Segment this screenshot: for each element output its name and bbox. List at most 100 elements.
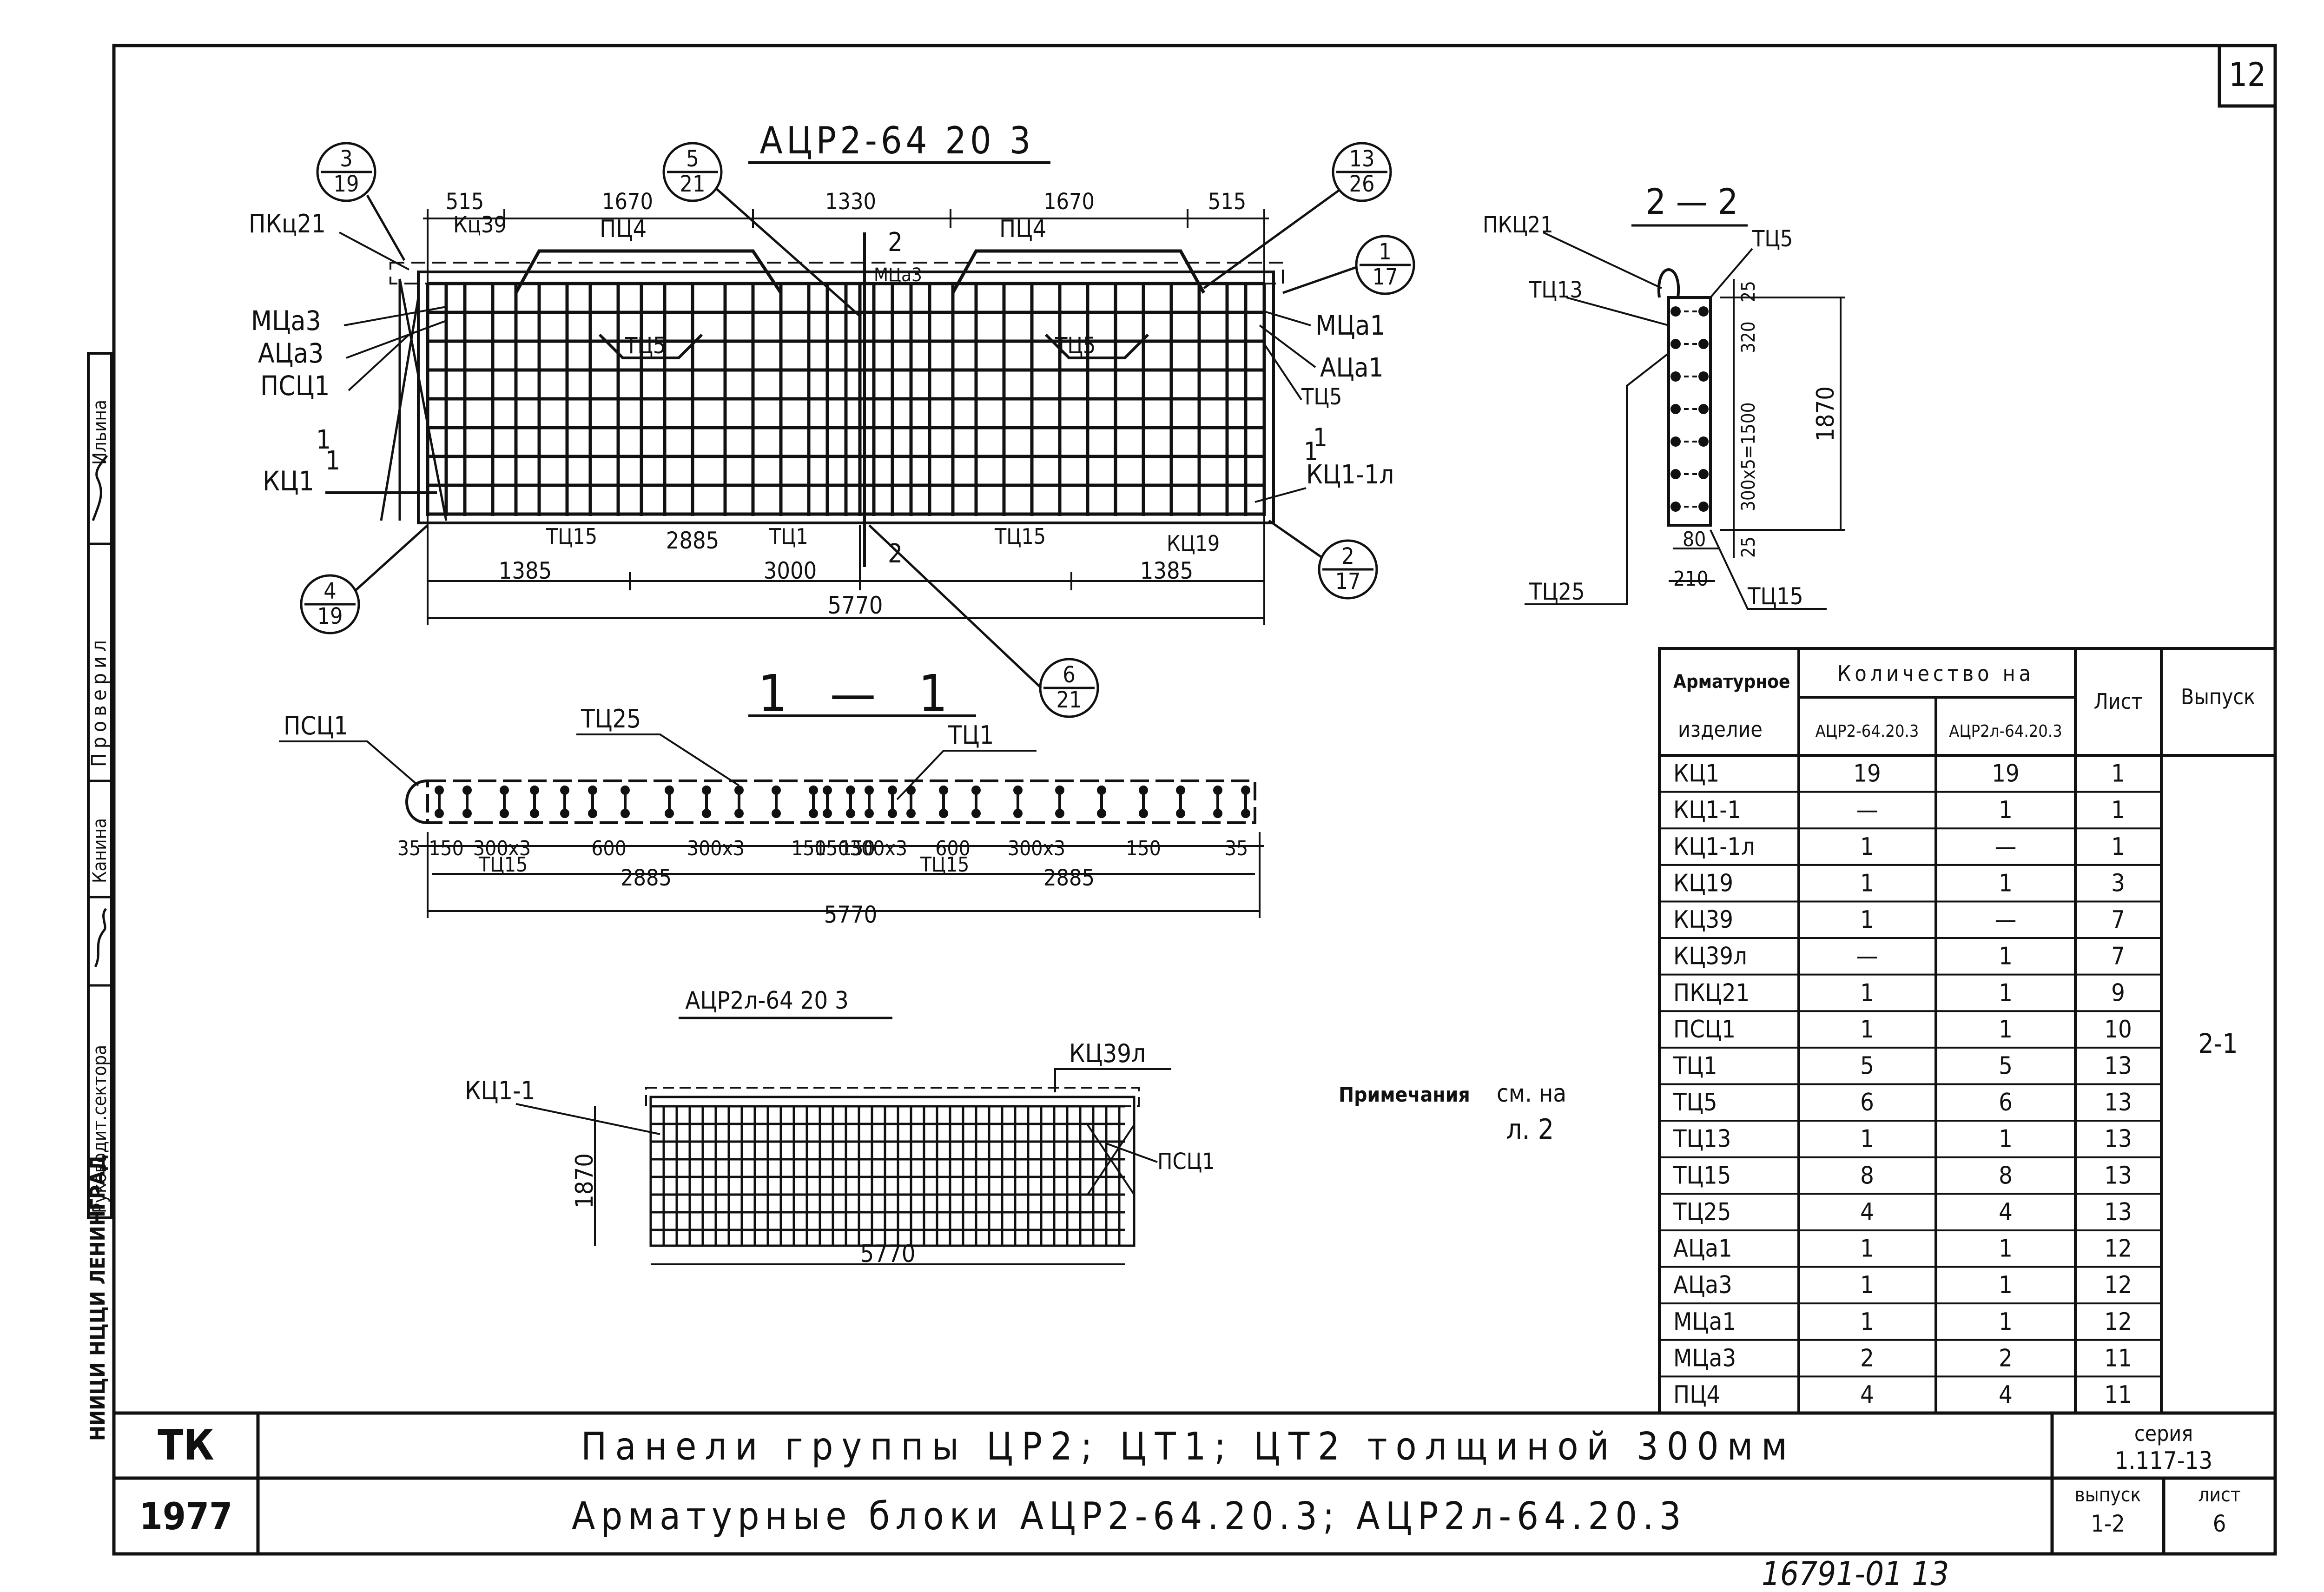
dim-2885: 2885 (666, 527, 719, 554)
label-tc5-right: ТЦ5 (1055, 333, 1096, 359)
bottom-archive-number: 16791-01 13 (1762, 1555, 1949, 1592)
table-cell-qty1: 5 (1860, 1052, 1874, 1080)
dim-80: 80 (1683, 528, 1706, 551)
table-cell-item: ТЦ25 (1673, 1198, 1731, 1226)
section-1-mark-right-top: 1 (1313, 423, 1327, 452)
table-cell-qty2: 1 (1999, 979, 2013, 1007)
main-view: АЦР2-64 20 3 (249, 119, 1415, 718)
dim-515-left: 515 (446, 189, 484, 215)
small-dim-1870: 1870 (571, 1153, 599, 1209)
label-tc15-right: ТЦ15 (994, 524, 1046, 549)
table-cell-item: ПЦ4 (1673, 1381, 1720, 1409)
label-tc5-far: ТЦ5 (1301, 384, 1342, 410)
sec1-dim: 300х3 (850, 837, 907, 860)
table-issue-value: 2-1 (2198, 1028, 2238, 1059)
table-cell-sheet: 13 (2104, 1089, 2132, 1116)
table-cell-qty2: — (1995, 906, 2017, 934)
small-view: АЦР2л-64 20 3 КЦ1-1 КЦ39л ПСЦ1 1870 5770 (465, 987, 1215, 1268)
stamp-role-checked: Проверил (87, 635, 111, 767)
callout-13-26-num: 13 (1349, 146, 1375, 172)
table-cell-item: ТЦ1 (1673, 1052, 1717, 1080)
dim-515-right: 515 (1208, 189, 1246, 215)
label-kc1: КЦ1 (263, 465, 314, 497)
table-cell-qty1: 6 (1860, 1089, 1874, 1116)
callout-6-21-den: 21 (1056, 687, 1082, 713)
title-line-2: Арматурные блоки АЦР2-64.20.3; АЦР2л-64.… (572, 1494, 1687, 1539)
label-tc15-left: ТЦ15 (546, 524, 597, 549)
sec1-dim: 150 (814, 837, 850, 860)
stamp-name-kanina: Канина (89, 818, 111, 883)
corner-sheet-number: 12 (2229, 56, 2266, 94)
table-cell-qty2: 4 (1999, 1381, 2013, 1409)
small-dim-5770: 5770 (860, 1240, 915, 1268)
table-cell-qty1: 1 (1860, 1125, 1874, 1153)
dim-1385-left: 1385 (499, 557, 552, 584)
callout-1-17 (1282, 235, 1415, 295)
table-cell-qty1: 1 (1860, 906, 1874, 934)
table-cell-qty1: 1 (1860, 833, 1874, 861)
stamp-name-ilina: Ильина (89, 400, 111, 465)
section-1-mark-right-bottom: 1 (1304, 437, 1318, 466)
table-cell-item: КЦ1-1 (1673, 796, 1741, 824)
table-cell-sheet: 10 (2104, 1016, 2132, 1044)
label-mca1: МЦа1 (1315, 310, 1386, 341)
dim-1670-left: 1670 (602, 189, 653, 215)
label-tc15-sec1-right: ТЦ15 (920, 853, 969, 877)
table-cell-sheet: 13 (2104, 1198, 2132, 1226)
section-2-bars (1670, 306, 1709, 512)
table-cell-qty2: 8 (1999, 1162, 2013, 1189)
table-cell-qty2: — (1995, 833, 2017, 861)
section-2-mark-top: 2 (888, 227, 903, 258)
section-2-2: 2 — 2 ПКЦ21 ТЦ5 ТЦ13 ТЦ25 ТЦ15 25 320 30… (1483, 181, 1845, 610)
table-cell-sheet: 12 (2104, 1308, 2132, 1336)
main-mesh (426, 282, 1266, 516)
table-cell-qty1: 1 (1860, 1271, 1874, 1299)
label-tc25-sec1: ТЦ25 (581, 704, 641, 733)
table-cell-qty1: 1 (1860, 1016, 1874, 1044)
label-kc1-1l: КЦ1-1л (1306, 460, 1394, 490)
note-text-2: л. 2 (1506, 1113, 1554, 1146)
label-pc4-left: ПЦ4 (600, 215, 647, 243)
dim-1385-right: 1385 (1140, 557, 1193, 584)
section-1-mark-bottom: 1 (325, 446, 340, 476)
callout-6-21-num: 6 (1063, 662, 1075, 688)
table-cell-sheet: 1 (2111, 760, 2125, 788)
label-tc1: ТЦ1 (769, 524, 808, 549)
th-qty-group: Количество на (1837, 661, 2034, 686)
label-pcc1-small: ПСЦ1 (1157, 1149, 1215, 1175)
sheet-value: 6 (2213, 1510, 2226, 1537)
sec1-dim: 300х3 (473, 837, 531, 860)
callout-2-17-num: 2 (1341, 543, 1354, 569)
label-tc15-sec1-left: ТЦ15 (478, 853, 528, 877)
table-cell-qty2: 1 (1999, 1235, 2013, 1263)
sec1-dim: 300х3 (687, 837, 745, 860)
sec1-dim: 600 (591, 837, 627, 860)
table-cell-sheet: 7 (2111, 906, 2125, 934)
label-tc1-sec1: ТЦ1 (948, 720, 994, 750)
dim-300x5: 300х5=1500 (1738, 402, 1759, 511)
label-aca3: АЦа3 (258, 337, 324, 369)
section-2-2-title: 2 — 2 (1646, 181, 1738, 222)
table-cell-qty2: 19 (1992, 760, 2020, 788)
table-cell-qty2: 1 (1999, 1125, 2013, 1153)
callout-3-19 (316, 142, 406, 261)
label-aca1: АЦа1 (1320, 353, 1384, 383)
table-cell-item: КЦ19 (1673, 869, 1733, 897)
table-cell-sheet: 13 (2104, 1052, 2132, 1080)
dim-3000: 3000 (764, 557, 817, 584)
label-tc5-left: ТЦ5 (625, 333, 666, 359)
table-cell-qty2: 1 (1999, 1016, 2013, 1044)
table-cell-qty1: 1 (1860, 869, 1874, 897)
table-cell-sheet: 11 (2104, 1381, 2132, 1409)
label-kc1-1-small: КЦ1-1 (465, 1076, 535, 1105)
table-cell-item: КЦ39л (1673, 943, 1747, 971)
table-cell-sheet: 12 (2104, 1271, 2132, 1299)
stamp-institute: НИИЦИ НЦЦИ ЛЕНИНГРАД (86, 1155, 110, 1441)
label-kc19: КЦ19 (1167, 531, 1220, 556)
table-cell-qty1: 4 (1860, 1198, 1874, 1226)
sec1-dim: 35 (397, 837, 421, 860)
dim-1670-right: 1670 (1043, 189, 1095, 215)
signature-mark-2 (94, 908, 107, 968)
